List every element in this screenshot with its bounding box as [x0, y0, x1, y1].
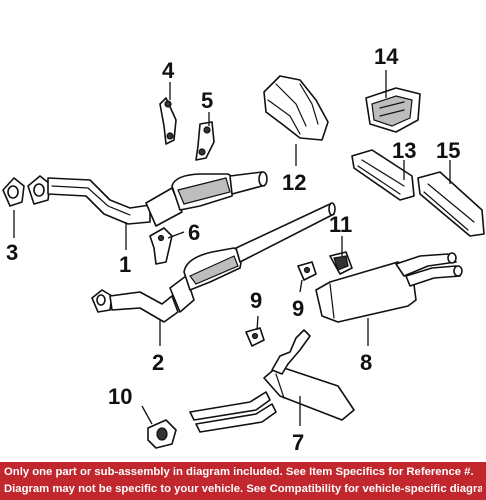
callout-3: 3 — [6, 240, 18, 265]
callout-9-lower: 9 — [250, 288, 262, 313]
disclaimer-line-1: Only one part or sub-assembly in diagram… — [4, 466, 474, 478]
callout-10: 10 — [108, 384, 132, 409]
front-pipe-part-1 — [47, 171, 268, 227]
hanger-part-4 — [159, 97, 177, 145]
callout-6: 6 — [188, 220, 200, 245]
callout-15: 15 — [436, 138, 460, 163]
hanger-part-5 — [195, 121, 215, 161]
disclaimer-banner: Only one part or sub-assembly in diagram… — [0, 462, 486, 500]
bracket-part-14 — [365, 87, 421, 133]
callout-8: 8 — [360, 350, 372, 375]
clamp-part-9-upper — [297, 261, 317, 281]
callout-14: 14 — [374, 44, 399, 69]
clamp-part-10 — [147, 419, 177, 449]
clamp-part-6 — [149, 227, 173, 265]
callout-4: 4 — [162, 58, 175, 83]
flange-gasket-part-3 — [2, 175, 51, 207]
callout-1: 1 — [119, 252, 131, 277]
hanger-part-11 — [329, 251, 353, 275]
callout-9-upper: 9 — [292, 296, 304, 321]
exhaust-system-diagram: 1 2 3 4 5 6 7 8 9 9 10 11 12 13 14 15 — [2, 44, 485, 455]
heat-shield-part-12 — [263, 75, 329, 141]
callout-13: 13 — [392, 138, 416, 163]
rear-muffler-part-8 — [315, 252, 463, 323]
callout-7: 7 — [292, 430, 304, 455]
shield-part-15 — [417, 171, 485, 237]
callout-12: 12 — [282, 170, 306, 195]
callout-2: 2 — [152, 350, 164, 375]
callout-11: 11 — [329, 212, 352, 237]
callout-5: 5 — [201, 88, 213, 113]
clamp-part-9-lower — [245, 327, 265, 347]
shield-part-13 — [351, 149, 415, 201]
center-muffler-part-7 — [189, 329, 355, 433]
disclaimer-line-2: Diagram may not be specific to your vehi… — [4, 483, 482, 495]
intermediate-pipe-part-2 — [91, 202, 336, 323]
